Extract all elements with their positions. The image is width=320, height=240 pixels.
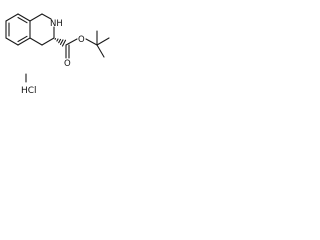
ring-bond-ch2 — [29, 13, 43, 22]
tbu-methyl-bond — [96, 37, 110, 46]
benzene-bond — [5, 13, 19, 22]
benzene-bond — [5, 37, 19, 46]
o-to-tbu-bond — [85, 38, 98, 46]
hashed-wedge-bond — [54, 38, 67, 47]
ring-bond-c4-ar — [29, 37, 43, 46]
hcl-label: HCl — [21, 86, 37, 96]
piperidine-ring — [29, 13, 55, 46]
tbu-methyl-bond — [96, 44, 105, 58]
benzene-bond — [17, 37, 31, 46]
aromatic-double-bond — [17, 35, 28, 43]
ester-bond — [65, 38, 78, 46]
amine-label: NH — [50, 19, 63, 29]
benzene-bond — [17, 13, 31, 22]
molecule-diagram: NH O O HCl — [5, 13, 110, 96]
carbonyl-oxygen-label: O — [64, 59, 71, 69]
ring-bond-c3-c4 — [41, 37, 55, 46]
ester-oxygen-label: O — [78, 35, 85, 45]
ring-bond-to-n — [41, 13, 52, 20]
carbonyl-group — [65, 38, 78, 59]
benzene-ring — [5, 13, 31, 46]
aromatic-double-bond — [17, 16, 28, 24]
tert-butyl-group — [85, 30, 110, 58]
